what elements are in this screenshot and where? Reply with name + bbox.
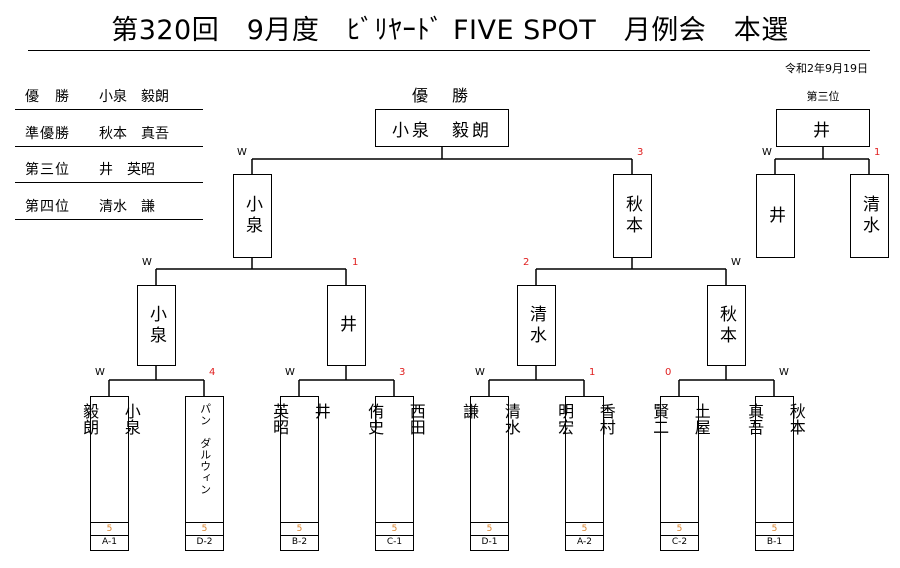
win-mark: W bbox=[95, 367, 105, 378]
player-name: 井 bbox=[765, 205, 785, 227]
entrant-score: 5 bbox=[756, 522, 793, 536]
entrant-box: 小泉 毅朗 5 A-1 bbox=[80, 396, 141, 551]
win-mark: W bbox=[142, 257, 152, 268]
player-name: 秋本 bbox=[622, 195, 642, 237]
entrant-score: 5 bbox=[661, 522, 698, 536]
final-player-box: 秋本 bbox=[613, 174, 652, 258]
player-name: 小泉 bbox=[242, 195, 262, 237]
entrant-group: C-1 bbox=[376, 535, 413, 549]
result-label: 優 勝 bbox=[25, 89, 70, 105]
third-place-heading: 第三位 bbox=[806, 90, 840, 103]
entrant-score: 5 bbox=[566, 522, 603, 536]
page-title: 第320回 9月度 ﾋﾞﾘﾔｰﾄﾞ FIVE SPOT 月例会 本選 bbox=[111, 15, 789, 46]
title-underline bbox=[28, 50, 870, 51]
entrant-name: 小泉 毅朗 bbox=[80, 403, 141, 435]
entrant-score: 5 bbox=[186, 522, 223, 536]
result-label: 第四位 bbox=[25, 199, 70, 215]
win-mark: W bbox=[779, 367, 789, 378]
entrant-score: 5 bbox=[376, 522, 413, 536]
quarterfinal-player-box: 秋本 bbox=[707, 285, 746, 366]
win-mark: W bbox=[762, 147, 772, 158]
result-name: 秋本 真吾 bbox=[99, 126, 169, 142]
entrant-name: 秋本 真吾 bbox=[745, 403, 806, 435]
score-mark: 3 bbox=[637, 147, 644, 158]
result-row: 優 勝 小泉 毅朗 bbox=[15, 89, 203, 110]
third-place-player-box: 清水 bbox=[850, 174, 889, 258]
entrant-name: 井 英昭 bbox=[270, 403, 331, 435]
entrant-name: 香村 明宏 bbox=[555, 403, 616, 435]
result-name: 井 英昭 bbox=[99, 162, 155, 178]
score-mark: 3 bbox=[399, 367, 406, 378]
result-row: 第四位 清水 謙 bbox=[15, 199, 203, 220]
entrant-box: 秋本 真吾 5 B-1 bbox=[745, 396, 806, 551]
quarterfinal-player-box: 小泉 bbox=[137, 285, 176, 366]
entrant-box: パン ダルウィン 5 D-2 bbox=[185, 396, 224, 551]
third-place-winner-box: 井 bbox=[776, 109, 870, 147]
entrant-score: 5 bbox=[91, 522, 128, 536]
score-mark: 4 bbox=[209, 367, 216, 378]
entrant-group: C-2 bbox=[661, 535, 698, 549]
entrant-box: 土屋 賢二 5 C-2 bbox=[650, 396, 711, 551]
entrant-score: 5 bbox=[281, 522, 318, 536]
entrant-group: D-2 bbox=[186, 535, 223, 549]
score-mark: 1 bbox=[589, 367, 596, 378]
result-name: 小泉 毅朗 bbox=[99, 89, 169, 105]
final-player-box: 小泉 bbox=[233, 174, 272, 258]
entrant-group: A-2 bbox=[566, 535, 603, 549]
entrant-group: B-2 bbox=[281, 535, 318, 549]
entrant-score: 5 bbox=[471, 522, 508, 536]
win-mark: W bbox=[237, 147, 247, 158]
entrant-box: 井 英昭 5 B-2 bbox=[270, 396, 331, 551]
quarterfinal-player-box: 井 bbox=[327, 285, 366, 366]
entrant-group: A-1 bbox=[91, 535, 128, 549]
player-name: 秋本 bbox=[716, 304, 736, 347]
entrant-group: D-1 bbox=[471, 535, 508, 549]
event-date: 令和2年9月19日 bbox=[785, 62, 868, 75]
player-name: 井 bbox=[336, 315, 356, 336]
entrant-box: 香村 明宏 5 A-2 bbox=[555, 396, 616, 551]
result-name: 清水 謙 bbox=[99, 199, 155, 215]
score-mark: 1 bbox=[874, 147, 881, 158]
champion-name: 小泉 毅朗 bbox=[392, 120, 492, 141]
result-row: 準優勝 秋本 真吾 bbox=[15, 126, 203, 147]
quarterfinal-player-box: 清水 bbox=[517, 285, 556, 366]
win-mark: W bbox=[475, 367, 485, 378]
entrant-name: 土屋 賢二 bbox=[650, 403, 711, 435]
result-row: 第三位 井 英昭 bbox=[15, 162, 203, 183]
result-label: 第三位 bbox=[25, 162, 70, 178]
player-name: 小泉 bbox=[146, 304, 166, 347]
entrant-name: 西田 侑史 bbox=[365, 403, 426, 435]
entrant-box: 清水 謙 5 D-1 bbox=[460, 396, 521, 551]
champion-heading: 優 勝 bbox=[411, 86, 472, 105]
champion-box: 小泉 毅朗 bbox=[375, 109, 509, 147]
entrant-group: B-1 bbox=[756, 535, 793, 549]
player-name: 清水 bbox=[859, 195, 879, 237]
third-place-player-box: 井 bbox=[756, 174, 795, 258]
player-name: 清水 bbox=[526, 304, 546, 347]
win-mark: W bbox=[285, 367, 295, 378]
win-mark: W bbox=[731, 257, 741, 268]
entrant-name: パン ダルウィン bbox=[198, 403, 212, 495]
entrant-box: 西田 侑史 5 C-1 bbox=[365, 396, 426, 551]
entrant-name: 清水 謙 bbox=[460, 403, 521, 435]
score-mark: 0 bbox=[665, 367, 672, 378]
third-place-winner: 井 bbox=[813, 120, 833, 141]
score-mark: 2 bbox=[523, 257, 530, 268]
score-mark: 1 bbox=[352, 257, 359, 268]
result-label: 準優勝 bbox=[25, 126, 70, 142]
